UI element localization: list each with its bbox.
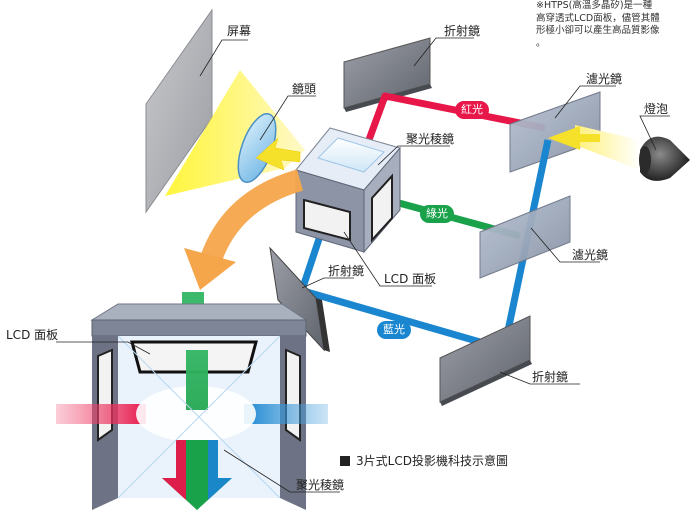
- prism-bottom: [56, 292, 328, 510]
- blue-beam-bottom: [299, 286, 481, 346]
- label-prism-top: 聚光稜鏡: [406, 132, 455, 146]
- label-mirror-top: 折射鏡: [444, 24, 481, 38]
- lamp-arrow: [548, 126, 600, 150]
- projected-light-cone: [165, 70, 305, 196]
- prism-top: [295, 127, 401, 254]
- footnote-htps: ※HTPS(高溫多晶矽)是一種 高穿透式LCD面板，儘管其體 形極小卻可以產生高…: [536, 0, 660, 49]
- caption-text: 3片式LCD投影機科技示意圖: [356, 454, 508, 468]
- mirror-left: [269, 246, 330, 352]
- red-beam: [362, 92, 546, 150]
- mirror-bottom: [439, 315, 532, 406]
- label-mirror-bottom: 折射鏡: [532, 370, 569, 384]
- leader-lines: [56, 37, 670, 493]
- lamp-beam: [575, 125, 640, 170]
- lamp-bulb: [639, 136, 690, 181]
- blue-beam-left: [298, 228, 326, 292]
- label-lamp: 燈泡: [644, 102, 669, 116]
- label-mirror-left: 折射鏡: [328, 264, 365, 278]
- label-filter-top: 濾光鏡: [586, 72, 623, 86]
- caption-bullet: [340, 456, 350, 466]
- beam-label-green: 綠光: [420, 205, 454, 223]
- label-filter-middle: 濾光鏡: [572, 248, 609, 262]
- label-screen: 屏幕: [227, 24, 252, 38]
- label-lens: 鏡頭: [292, 82, 317, 96]
- label-prism-bottom: 聚光稜鏡: [296, 478, 345, 492]
- beam-label-red: 紅光: [455, 101, 489, 119]
- label-lcd-panel-bottom: LCD 面板: [6, 328, 59, 342]
- filter-middle: [479, 195, 571, 279]
- label-lcd-panel-top: LCD 面板: [384, 272, 437, 286]
- zoom-arrow-head: [184, 248, 236, 290]
- beam-label-blue: 藍光: [377, 321, 411, 339]
- output-arrow: [255, 137, 301, 171]
- figure-caption: 3片式LCD投影機科技示意圖: [340, 452, 508, 469]
- zoom-arrow: [199, 169, 304, 266]
